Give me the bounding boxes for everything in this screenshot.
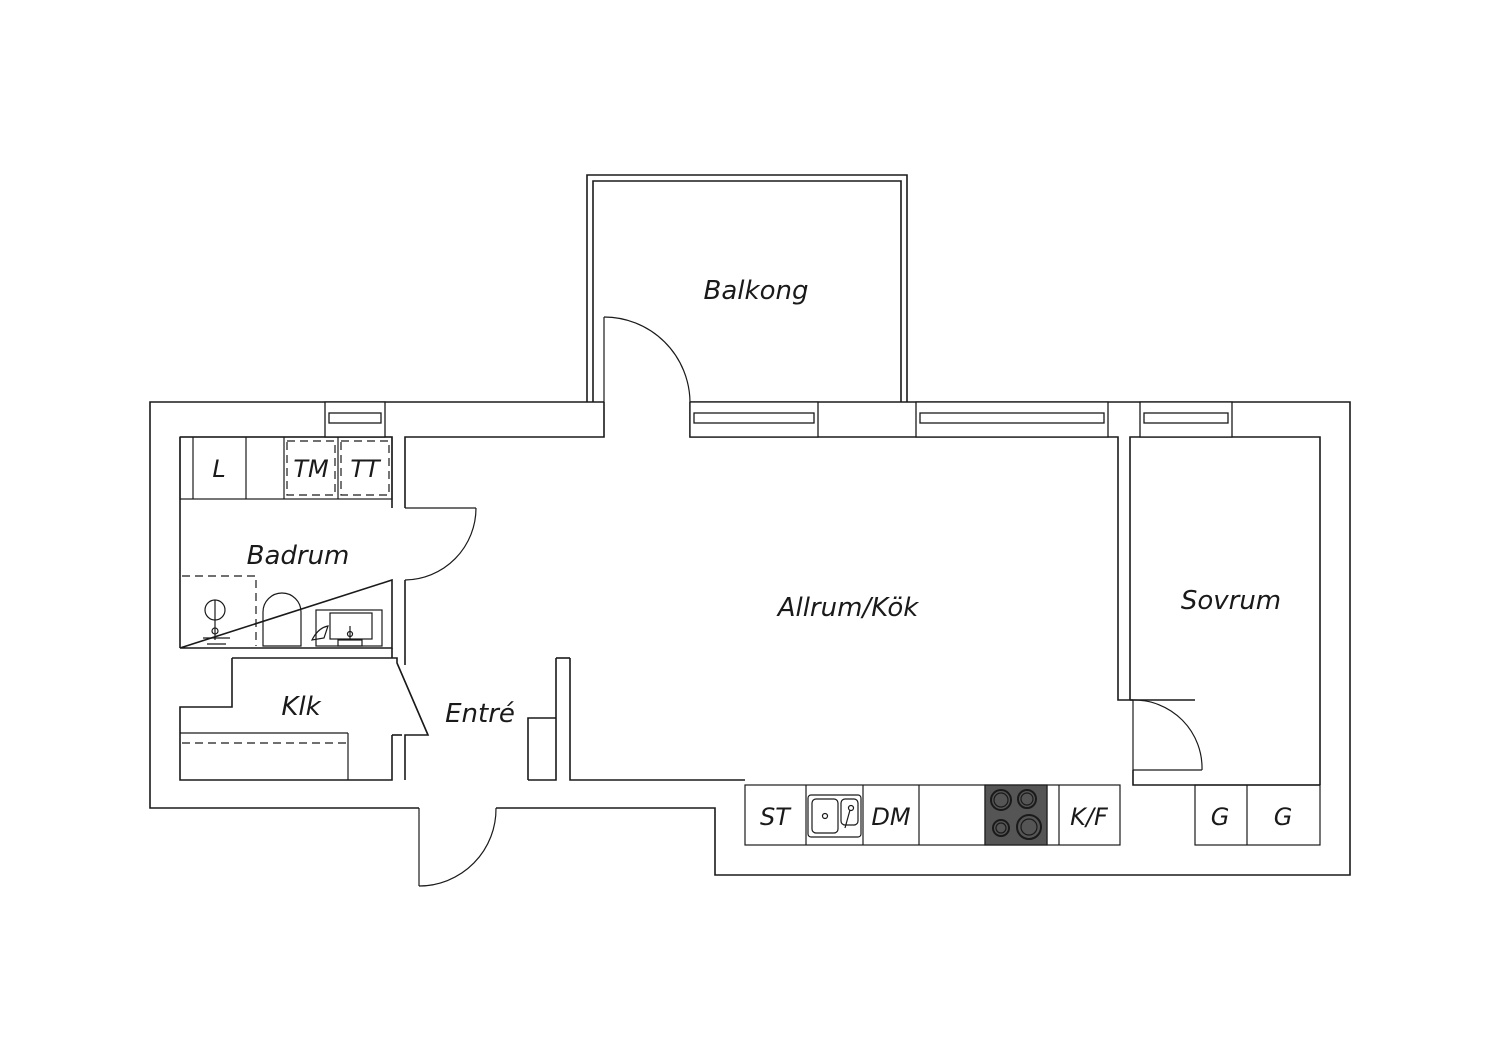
shower-icon [203,599,230,645]
room-label-allrum: Allrum/Kök [776,593,920,623]
kitchen-sink-icon [807,794,862,838]
room-label-badrum: Badrum [247,541,350,571]
fixture-label-laundry: L [212,455,225,483]
fixture-label-fridge-freezer: K/F [1070,803,1109,831]
window-bedroom [1139,401,1233,438]
fixture-label-sink-cabinet: ST [760,803,792,831]
balcony [586,174,908,408]
bathroom-door[interactable] [404,507,477,581]
bathroom-fixtures [179,436,393,647]
window-bathroom [324,401,386,438]
fixture-label-wardrobe-1: G [1211,803,1230,831]
room-label-klk: Klk [281,692,321,722]
windows [324,401,1233,438]
room-labels: Balkong Allrum/Kök Sovrum Badrum Klk Ent… [247,276,1282,729]
fixture-label-dishwasher: DM [871,803,910,831]
front-door[interactable] [418,807,497,887]
toilet-icon [262,592,302,647]
balcony-door[interactable] [603,316,691,403]
bathroom-sink-icon [310,609,383,647]
room-label-sovrum: Sovrum [1181,586,1281,616]
bedroom-door[interactable] [1132,699,1203,771]
fixture-labels: L TM TT ST DM K/F G G [212,455,1292,831]
kitchen-counter [744,784,1121,846]
stove-icon [984,784,1048,846]
fixture-label-washer: TM [293,455,329,483]
closet-shelf [180,732,349,780]
room-label-entre: Entré [445,699,515,729]
bedroom-wardrobes [1194,784,1321,846]
fixture-label-wardrobe-2: G [1274,803,1293,831]
fixture-label-dryer: TT [350,455,382,483]
window-living-1 [689,401,819,438]
outer-walls [149,401,1351,876]
window-living-2 [915,401,1109,438]
inner-walls [179,402,1321,786]
doors [396,316,1203,887]
room-label-balkong: Balkong [704,276,809,306]
closet-door[interactable] [396,662,429,736]
